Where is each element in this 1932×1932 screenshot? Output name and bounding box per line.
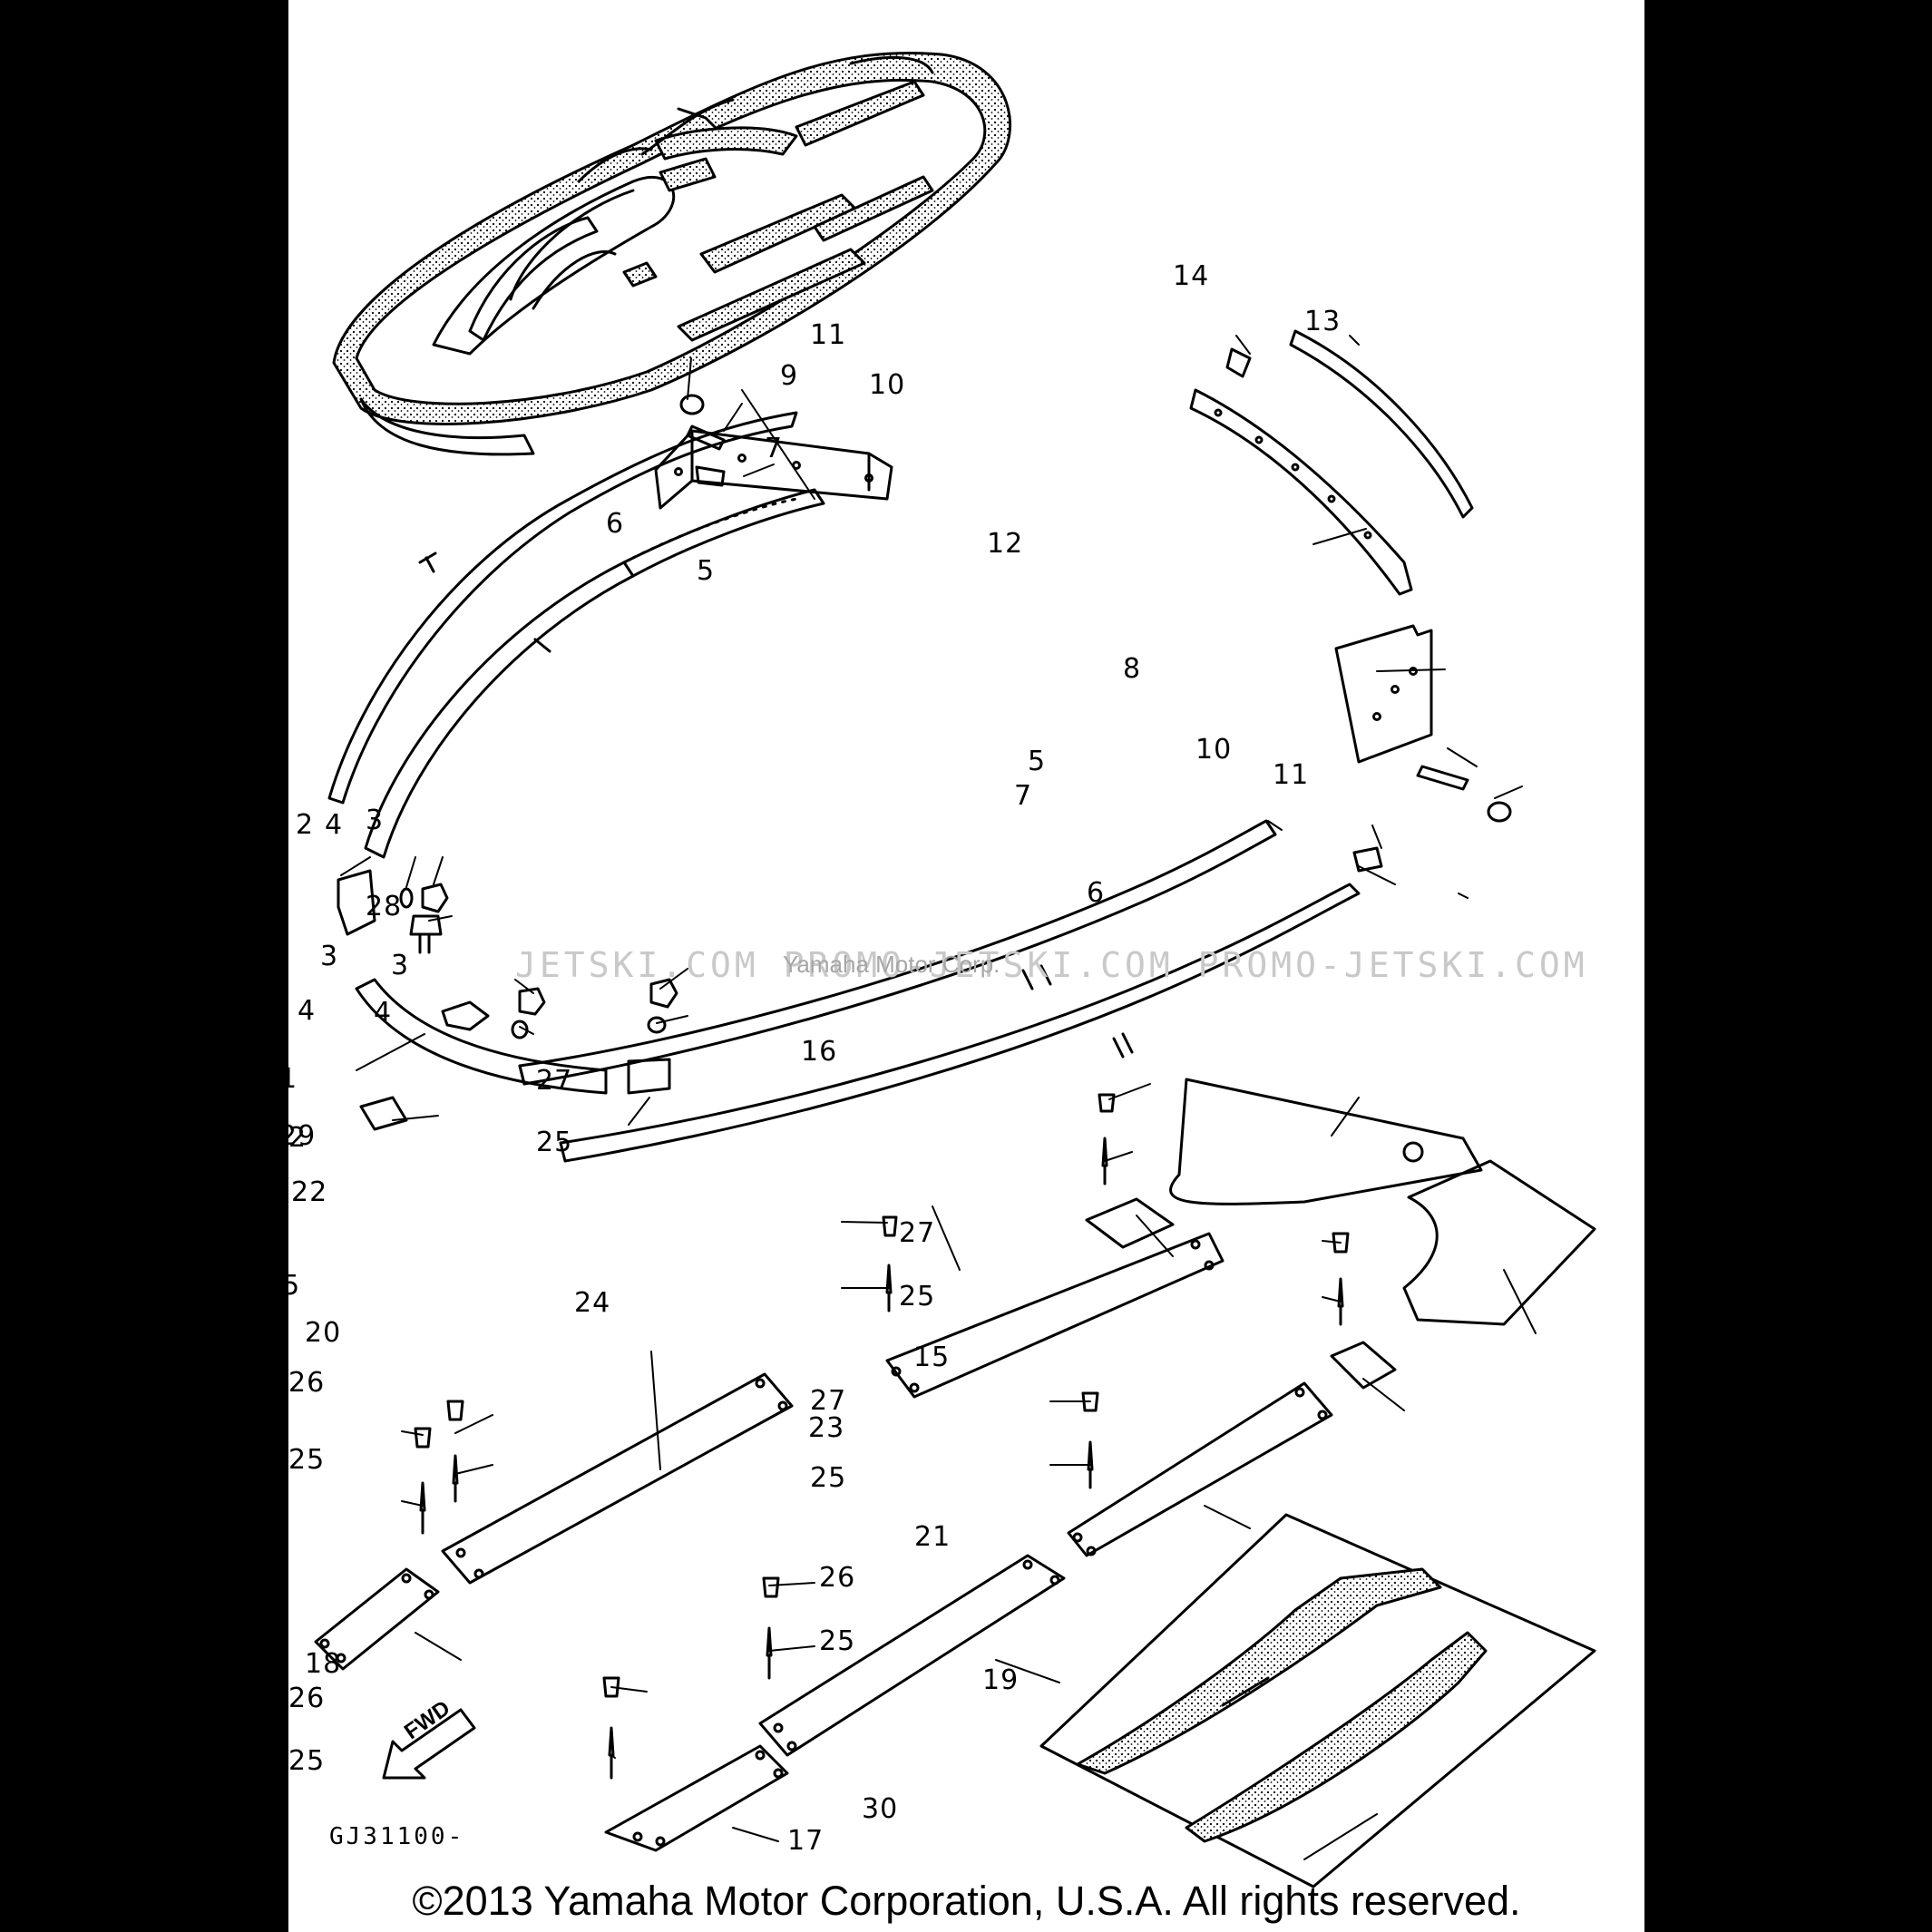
- part-12-rail: [1189, 388, 1413, 596]
- part-1-bumper: [355, 978, 608, 1095]
- part-11-cap: [679, 394, 705, 415]
- callout-6-right: 6: [1087, 877, 1106, 909]
- part-2-cap: [627, 1058, 671, 1095]
- watermark: JETSKI.COM PROMO-JETSKI.COM PROMO-JETSKI…: [515, 945, 1588, 985]
- fastener-group: [414, 1093, 1350, 1780]
- callout-25-b: 25: [288, 1270, 301, 1302]
- callout-14: 14: [1173, 260, 1210, 292]
- part-29-square-nut: [359, 1096, 408, 1131]
- callout-30: 30: [862, 1793, 899, 1825]
- callout-25-d: 25: [288, 1444, 326, 1476]
- watermark-center: Yamaha Motor Corp.: [783, 951, 1000, 978]
- part-11-cap: [1487, 801, 1512, 823]
- part-10-rivet: [1416, 765, 1469, 791]
- callout-25-f: 25: [810, 1462, 847, 1494]
- callout-2: 2: [296, 809, 315, 841]
- callout-12: 12: [987, 528, 1024, 560]
- callout-25-h: 25: [288, 1745, 326, 1777]
- callout-19: 19: [982, 1664, 1020, 1696]
- callout-27-d: 27: [810, 1385, 847, 1417]
- callout-27-c: 27: [899, 1217, 936, 1249]
- callout-7: 7: [765, 433, 784, 464]
- part-4-washer: [399, 887, 414, 909]
- callout-5-lower: 5: [1028, 746, 1047, 777]
- part-28-bolt: [409, 914, 443, 954]
- diagram-code: GJ31100-: [329, 1823, 465, 1850]
- callout-1: 1: [288, 1066, 298, 1093]
- part-13-strip: [1289, 329, 1474, 519]
- callout-15: 15: [913, 1342, 951, 1373]
- callout-26-c: 26: [819, 1562, 856, 1594]
- part-3-nut: [518, 987, 546, 1016]
- callout-22: 22: [291, 1176, 328, 1208]
- part-18-mat: [314, 1567, 440, 1671]
- part-6-lower-strip: [559, 883, 1361, 1163]
- part-30-mat-set: [1076, 1567, 1442, 1775]
- callout-2-lower: 2: [288, 1122, 307, 1154]
- copyright-notice: ©2013 Yamaha Motor Corporation, U.S.A. A…: [412, 1878, 1521, 1924]
- callout-8: 8: [1123, 653, 1142, 685]
- part-5-gunwale-rail: [364, 488, 825, 859]
- callout-29: 29: [288, 1120, 317, 1152]
- callout-3: 3: [366, 805, 385, 836]
- callout-10-right: 10: [1195, 734, 1233, 766]
- callout-17: 17: [787, 1825, 825, 1857]
- callout-26-d: 26: [288, 1683, 326, 1714]
- callout-24: 24: [574, 1287, 611, 1319]
- part-15-mat: [1402, 1159, 1596, 1326]
- part-10-rivet: [686, 424, 726, 451]
- part-24-pad: [1085, 1197, 1175, 1249]
- callout-25-g: 25: [819, 1625, 856, 1657]
- callout-11: 11: [810, 319, 847, 351]
- callout-11-right: 11: [1273, 759, 1310, 791]
- part-6-rail-strip: [327, 411, 798, 805]
- part-2-cap: [337, 869, 376, 936]
- forward-direction-arrow: FWD: [375, 1696, 483, 1782]
- callout-28: 28: [366, 891, 403, 922]
- part-17-mat: [604, 1744, 789, 1852]
- part-9-bracket: [654, 429, 893, 510]
- parts-diagram-sheet: JETSKI.COM PROMO-JETSKI.COM PROMO-JETSKI…: [288, 0, 1644, 1932]
- callout-23: 23: [808, 1412, 845, 1444]
- part-21-mat: [1067, 1381, 1333, 1557]
- callout-16: 16: [801, 1036, 838, 1068]
- callout-26-a: 26: [288, 1367, 326, 1399]
- part-22-mat: [885, 1232, 1225, 1399]
- callout-21: 21: [914, 1521, 951, 1553]
- callout-13: 13: [1304, 306, 1342, 337]
- exploded-parts-diagram: [314, 51, 1596, 1888]
- part-16-mat: [1169, 1078, 1483, 1205]
- watercraft-hull-illustration: [332, 51, 1012, 456]
- part-7-screw: [695, 465, 726, 487]
- part-30-mat-set-frame: [1039, 1513, 1596, 1888]
- part-4-washer: [647, 1016, 667, 1034]
- part-4-washer: [511, 1020, 529, 1039]
- callout-5: 5: [697, 555, 716, 587]
- part-8-bracket: [1334, 624, 1433, 764]
- callout-4: 4: [325, 809, 344, 841]
- callout-25-c: 25: [899, 1281, 936, 1312]
- part-19-mat: [758, 1554, 1066, 1757]
- part-5-lower-rail: [518, 819, 1277, 1086]
- callout-7-right: 7: [1014, 780, 1033, 812]
- callout-3-right: 3: [391, 950, 410, 981]
- arrow-icon: [382, 1708, 476, 1780]
- callout-18: 18: [305, 1648, 342, 1680]
- part-7-screw: [1352, 846, 1383, 873]
- callout-20: 20: [305, 1317, 342, 1349]
- part-3-nut: [421, 883, 449, 913]
- part-3-nut: [649, 978, 678, 1009]
- part-23-pad: [1330, 1341, 1397, 1390]
- callout-10: 10: [869, 369, 906, 401]
- callout-6: 6: [606, 508, 625, 540]
- callout-25-a: 25: [536, 1127, 573, 1158]
- callout-4-right: 4: [374, 997, 393, 1029]
- part-20-mat: [441, 1372, 794, 1585]
- callout-9: 9: [780, 360, 799, 392]
- callout-27-a: 27: [536, 1065, 573, 1097]
- part-14-screw: [1225, 347, 1252, 378]
- callout-3-mid: 3: [320, 941, 339, 972]
- callout-4-mid: 4: [298, 995, 317, 1027]
